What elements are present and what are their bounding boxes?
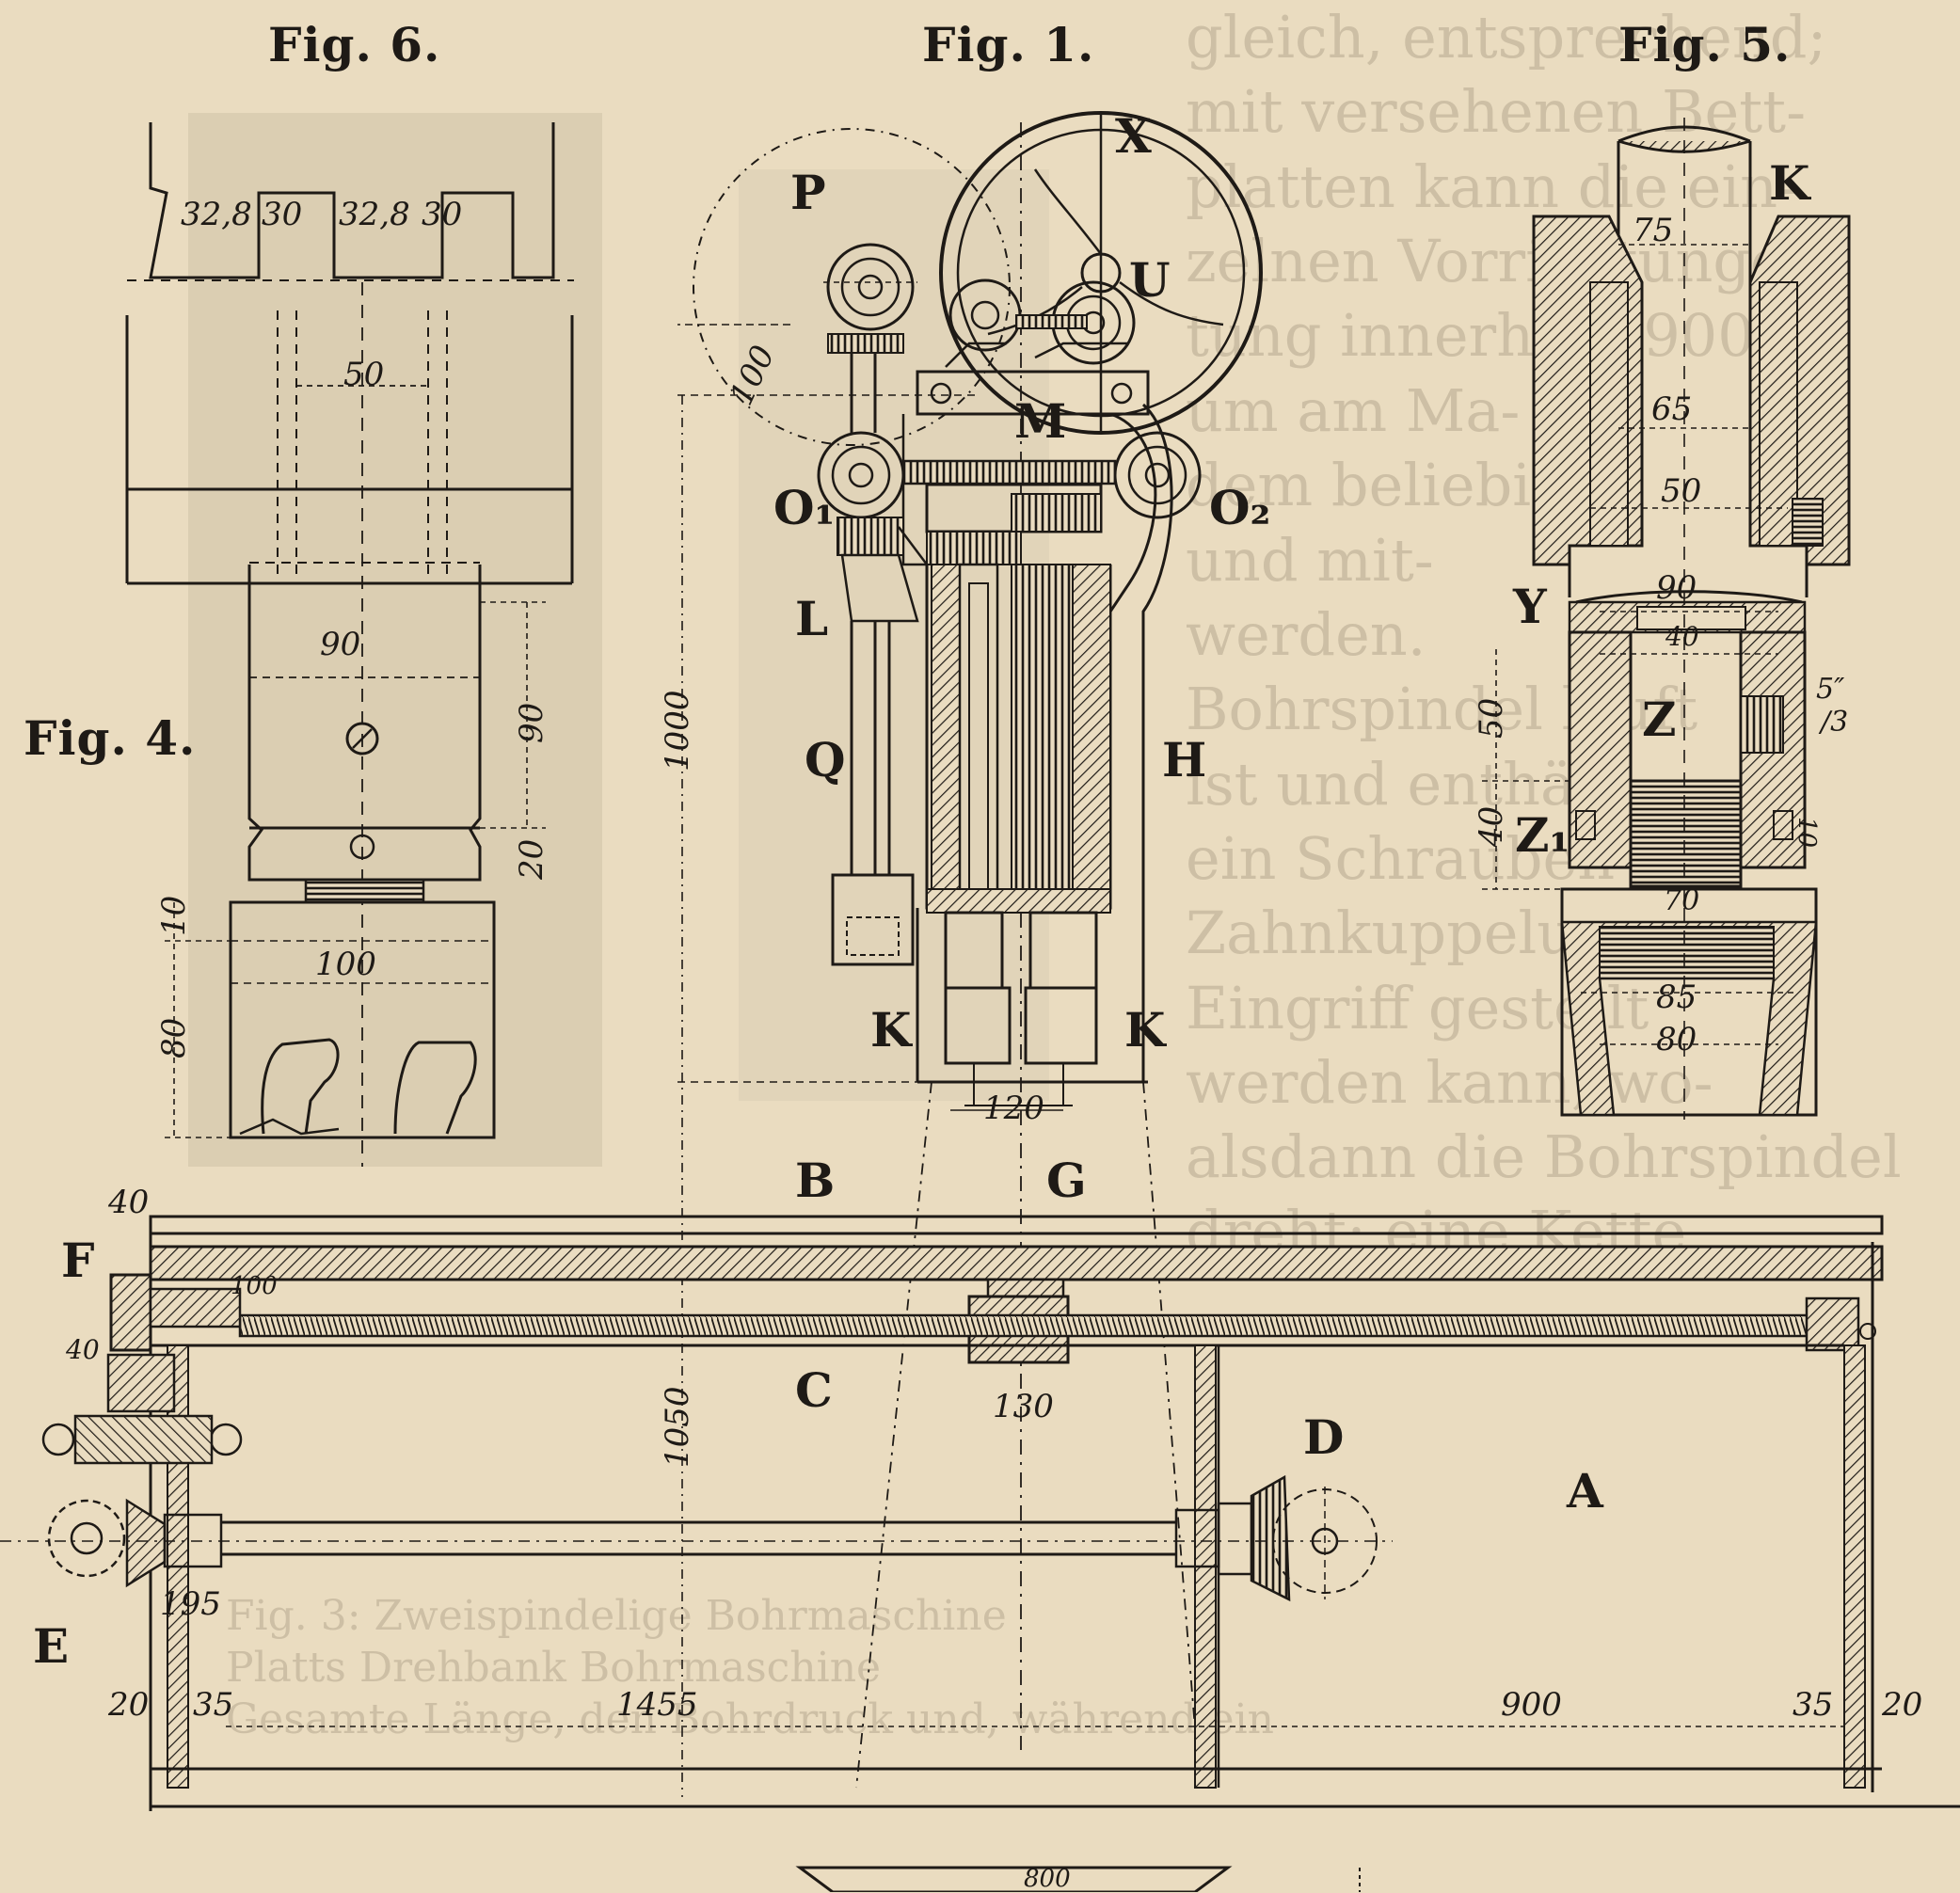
fig4-dim-20: 20: [513, 838, 550, 880]
label-O1: O₁: [773, 480, 836, 535]
fig1-title: Fig. 1.: [922, 17, 1095, 72]
fig4-dim-10: 10: [155, 895, 193, 936]
label-F: F: [61, 1233, 95, 1288]
fig5-dim-65: 65: [1651, 390, 1693, 428]
fig6-title: Fig. 6.: [268, 17, 441, 72]
fig5-dim-90: 90: [1656, 569, 1697, 607]
bleed-shadow-left: [188, 113, 602, 1167]
fig1-dim-1050: 1050: [659, 1386, 696, 1468]
fig6-dim-30-a: 30: [262, 196, 303, 233]
fig1-dim-20-right: 20: [1882, 1686, 1923, 1724]
fig1-dim-130: 130: [993, 1388, 1054, 1425]
fig4-drawing: [165, 562, 546, 1139]
label-B: B: [795, 1153, 836, 1208]
fig6-dim-32-8-b: 32,8: [339, 196, 410, 233]
fig5-dim-10: 10: [1793, 817, 1821, 849]
fig5-drawing: [1482, 118, 1851, 1120]
label-C: C: [795, 1362, 833, 1418]
label-Z: Z: [1642, 692, 1677, 747]
fig5-dim-40-v: 40: [1473, 805, 1510, 847]
fig1-dim-800: 800: [1024, 1865, 1071, 1893]
fig4-dim-90-v: 90: [513, 702, 550, 743]
fig1-dim-40-top: 40: [108, 1184, 150, 1221]
label-Q: Q: [805, 732, 846, 787]
fig5-dim-50: 50: [1661, 472, 1702, 510]
fig1-dim-1455: 1455: [616, 1686, 698, 1724]
label-K-fig5: K: [1769, 155, 1810, 211]
label-P: P: [790, 165, 826, 220]
label-D: D: [1303, 1409, 1345, 1465]
label-G: G: [1046, 1153, 1087, 1208]
fig5-dim-50-v: 50: [1473, 697, 1510, 739]
fig5-dim-70: 70: [1664, 884, 1700, 917]
fig5-dim-80: 80: [1656, 1021, 1697, 1058]
fig1-dim-35-left: 35: [193, 1686, 234, 1724]
label-K-left: K: [870, 1002, 912, 1058]
label-X: X: [1115, 108, 1152, 164]
fig4-dim-80: 80: [155, 1017, 193, 1058]
fig5-dim-slash-3: /3: [1821, 706, 1849, 739]
fig1-dim-100-bed: 100: [231, 1272, 278, 1300]
label-M: M: [1014, 393, 1067, 449]
fig1-dim-195: 195: [160, 1585, 221, 1623]
label-Z1: Z₁: [1515, 807, 1570, 863]
label-A: A: [1567, 1463, 1603, 1519]
fig4-title: Fig. 4.: [24, 710, 197, 766]
fig1-dim-1000: 1000: [659, 690, 696, 772]
bleed-through-text: gleich, entsprechend;mit versehenen Bett…: [1186, 3, 1902, 1266]
label-Y: Y: [1513, 579, 1547, 634]
label-K-right: K: [1124, 1002, 1166, 1058]
label-E: E: [33, 1618, 70, 1674]
fig5-title: Fig. 5.: [1618, 17, 1792, 72]
fig1-drawing: [0, 111, 1960, 1892]
fig6-dim-50: 50: [343, 356, 385, 393]
fig4-dim-100: 100: [315, 946, 376, 983]
label-O2: O₂: [1209, 480, 1271, 535]
fig6-dim-30-b: 30: [422, 196, 463, 233]
fig1-dim-40-left: 40: [66, 1334, 100, 1365]
fig5-dim-5-inch: 5″: [1816, 673, 1845, 706]
fig4-dim-90-h: 90: [320, 626, 361, 663]
label-L: L: [795, 591, 829, 646]
fig1-dim-120: 120: [983, 1090, 1044, 1127]
fig5-dim-40-top: 40: [1665, 621, 1699, 652]
fig1-dim-35-right: 35: [1793, 1686, 1834, 1724]
label-U: U: [1129, 252, 1171, 308]
fig5-dim-75: 75: [1633, 212, 1674, 249]
fig1-dim-20-left: 20: [108, 1686, 150, 1724]
fig1-dim-900: 900: [1501, 1686, 1562, 1724]
fig6-dim-32-8-a: 32,8: [181, 196, 252, 233]
fig5-dim-85: 85: [1656, 978, 1697, 1016]
label-H: H: [1162, 732, 1207, 787]
